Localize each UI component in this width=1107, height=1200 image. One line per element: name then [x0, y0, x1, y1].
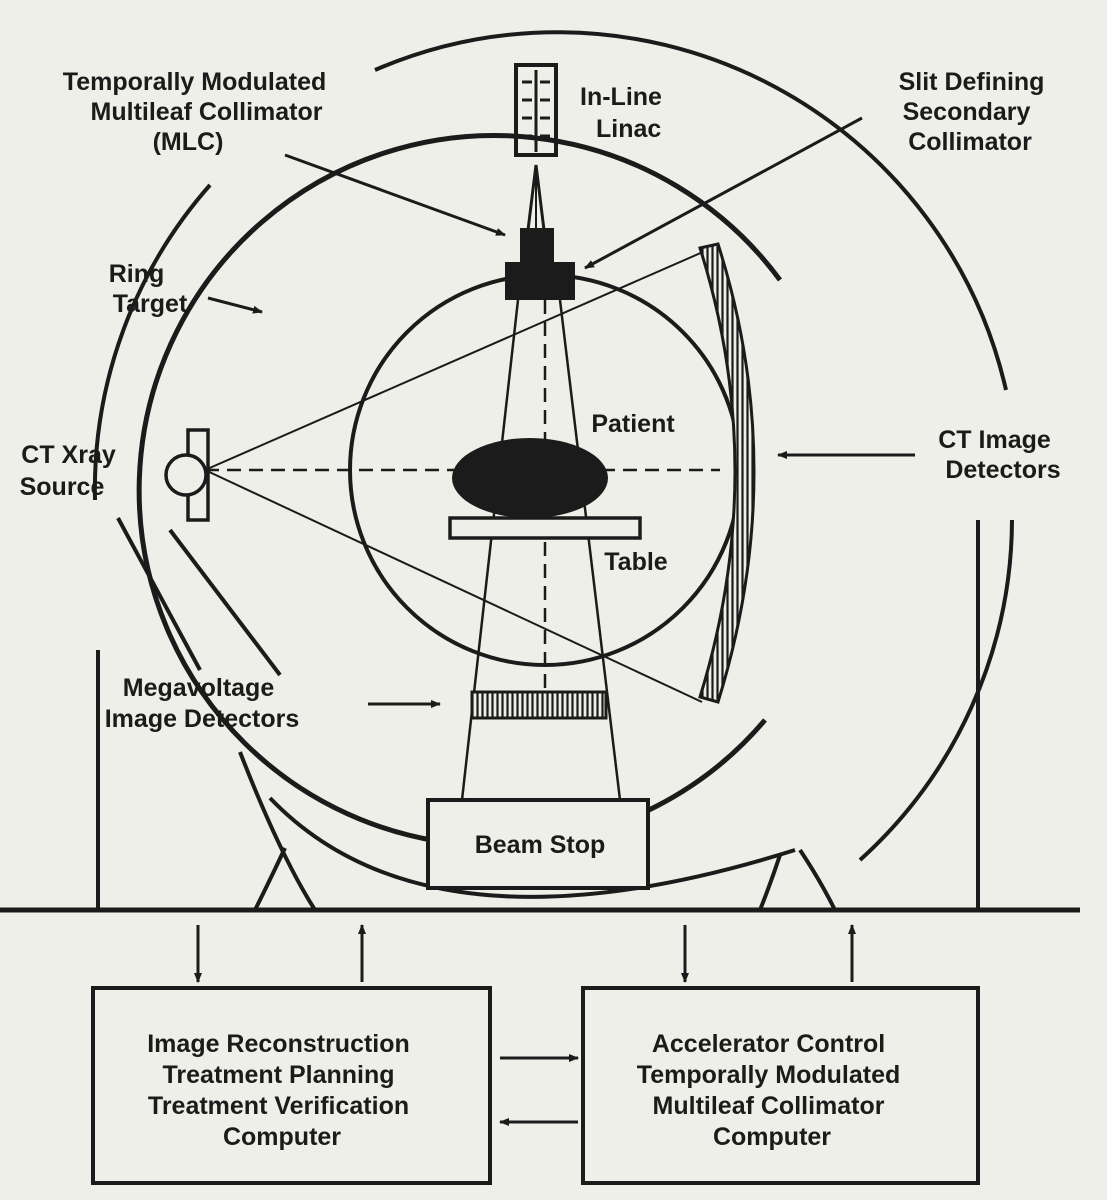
slit-collimator-block [505, 262, 575, 300]
table-label: Table [604, 548, 668, 576]
ct-image-detector-array [698, 242, 756, 704]
patient-table [448, 516, 642, 540]
slit-pointer-arrow [584, 116, 863, 270]
slit-collimator-label: Slit Defining Secondary Collimator [899, 68, 1052, 156]
gantry-support-arc [268, 796, 796, 899]
patient-label: Patient [591, 410, 675, 438]
linac-internal-marks [522, 70, 550, 152]
patient [452, 438, 608, 518]
right-support-leg [758, 854, 782, 911]
mlc-pointer-arrow [284, 153, 506, 237]
ct-source-link-1 [116, 517, 202, 671]
ct-source-link-2 [168, 528, 282, 677]
beam-stop-box [426, 798, 650, 890]
outer-gantry-ring [92, 30, 1014, 862]
left-support-leg [238, 751, 317, 912]
reconstruction-computer-box [91, 986, 492, 1185]
ct-fan-beam [204, 247, 713, 703]
ct-detectors-label: CT Image Detectors [938, 426, 1060, 484]
megavoltage-image-detector [470, 690, 608, 720]
mlc-label: Temporally Modulated Multileaf Collimato… [63, 68, 333, 156]
ring-pointer-arrow [207, 296, 263, 314]
linac-label: In-Line Linac [580, 83, 669, 143]
ct-source-tube [164, 453, 208, 497]
treatment-beam [460, 299, 622, 801]
right-support-foot [798, 848, 837, 911]
left-support-foot [253, 847, 287, 911]
accelerator-computer-label: Accelerator Control Temporally Modulated… [637, 1030, 907, 1151]
mv-detectors-label: Megavoltage Image Detectors [105, 674, 300, 733]
mlc-block [520, 228, 554, 262]
beam-stop-label: Beam Stop [475, 831, 606, 859]
ring-target-label: Ring Target [109, 260, 188, 318]
in-line-linac [514, 63, 558, 157]
ct-source-label: CT Xray Source [20, 441, 123, 501]
accelerator-computer-box [581, 986, 980, 1185]
reconstruction-computer-label: Image Reconstruction Treatment Planning … [147, 1030, 417, 1151]
